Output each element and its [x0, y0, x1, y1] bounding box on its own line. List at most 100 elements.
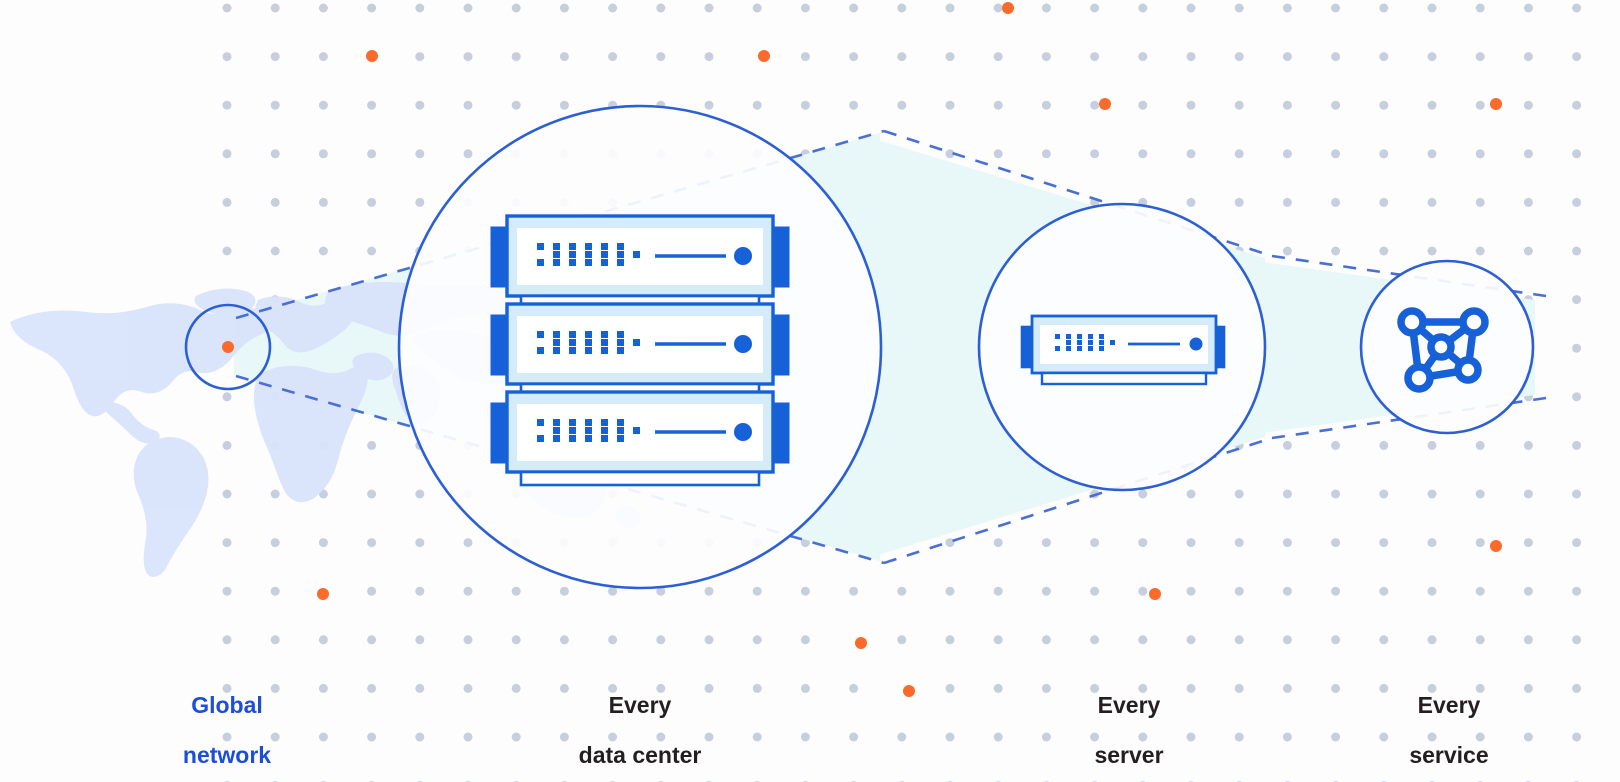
grid-dot	[1090, 732, 1100, 742]
grid-dot	[367, 489, 377, 499]
grid-dot	[1331, 246, 1341, 256]
grid-dot	[270, 683, 280, 693]
grid-dot	[1041, 538, 1051, 548]
grid-dot	[1475, 149, 1485, 159]
grid-dot	[463, 635, 473, 645]
grid-dot	[1572, 343, 1582, 353]
grid-dot	[1282, 683, 1292, 693]
single-server-status-dot	[1189, 337, 1203, 351]
node-center	[1427, 333, 1455, 361]
grid-dot	[800, 635, 810, 645]
grid-dot	[1138, 586, 1148, 596]
grid-dot	[1523, 149, 1533, 159]
grid-dot	[1186, 586, 1196, 596]
network-node-graph-icon	[1397, 307, 1489, 393]
grid-dot	[1090, 52, 1100, 62]
grid-dot	[415, 635, 425, 645]
grid-dot	[1475, 732, 1485, 742]
grid-dot	[1427, 197, 1437, 207]
grid-dot	[1379, 538, 1389, 548]
grid-dot	[367, 732, 377, 742]
node-bottom-left	[1404, 363, 1434, 393]
grid-dot	[1138, 3, 1148, 13]
grid-dot	[1572, 683, 1582, 693]
grid-dot	[1234, 489, 1244, 499]
grid-dot	[1523, 538, 1533, 548]
grid-dot	[1331, 100, 1341, 110]
grid-dot	[993, 683, 1003, 693]
grid-dot	[270, 197, 280, 207]
grid-dot	[1331, 635, 1341, 645]
grid-dot	[367, 683, 377, 693]
grid-dot	[1282, 100, 1292, 110]
grid-dot	[367, 100, 377, 110]
grid-dot	[1523, 246, 1533, 256]
grid-dot	[608, 52, 618, 62]
server-vent-dots-1	[537, 243, 640, 266]
accent-dot	[317, 588, 329, 600]
accent-dot	[1149, 588, 1161, 600]
grid-dot	[1234, 538, 1244, 548]
grid-dot	[656, 3, 666, 13]
grid-dot	[559, 635, 569, 645]
grid-dot	[704, 3, 714, 13]
grid-dot	[1427, 149, 1437, 159]
grid-dot	[1523, 3, 1533, 13]
grid-dot	[993, 732, 1003, 742]
grid-dot	[1523, 489, 1533, 499]
grid-dot	[608, 586, 618, 596]
grid-dot	[1572, 149, 1582, 159]
grid-dot	[656, 635, 666, 645]
grid-dot	[849, 732, 859, 742]
grid-dot	[1186, 683, 1196, 693]
grid-dot	[800, 100, 810, 110]
grid-dot	[1186, 149, 1196, 159]
grid-dot	[849, 52, 859, 62]
grid-dot	[1572, 52, 1582, 62]
grid-dot	[318, 538, 328, 548]
grid-dot	[559, 52, 569, 62]
grid-dot	[1090, 100, 1100, 110]
grid-dot	[1041, 149, 1051, 159]
grid-dot	[559, 732, 569, 742]
node-top-left	[1397, 307, 1427, 337]
grid-dot	[608, 683, 618, 693]
grid-dot	[1572, 489, 1582, 499]
grid-dot	[511, 586, 521, 596]
grid-dot	[1138, 538, 1148, 548]
grid-dot	[1331, 52, 1341, 62]
grid-dot	[559, 3, 569, 13]
grid-dot	[463, 586, 473, 596]
grid-dot	[656, 52, 666, 62]
server-status-dot-1	[734, 247, 752, 265]
grid-dot	[1427, 586, 1437, 596]
grid-dot	[222, 246, 232, 256]
grid-dot	[463, 100, 473, 110]
grid-dot	[415, 489, 425, 499]
grid-dot	[1186, 52, 1196, 62]
grid-dot	[511, 732, 521, 742]
grid-dot	[1282, 538, 1292, 548]
grid-dot	[993, 100, 1003, 110]
grid-dot	[1475, 52, 1485, 62]
grid-dot	[415, 732, 425, 742]
grid-dot	[463, 52, 473, 62]
grid-dot	[1379, 246, 1389, 256]
grid-dot	[367, 538, 377, 548]
grid-dot	[897, 100, 907, 110]
grid-dot	[222, 538, 232, 548]
grid-dot	[1475, 246, 1485, 256]
grid-dot	[945, 3, 955, 13]
grid-dot	[1282, 732, 1292, 742]
grid-dot	[1041, 3, 1051, 13]
grid-dot	[945, 635, 955, 645]
grid-dot	[1282, 489, 1292, 499]
grid-dot	[367, 440, 377, 450]
grid-dot	[752, 586, 762, 596]
grid-dot	[318, 100, 328, 110]
grid-dot	[1234, 635, 1244, 645]
grid-dot	[704, 683, 714, 693]
grid-dot	[1090, 635, 1100, 645]
grid-dot	[415, 538, 425, 548]
